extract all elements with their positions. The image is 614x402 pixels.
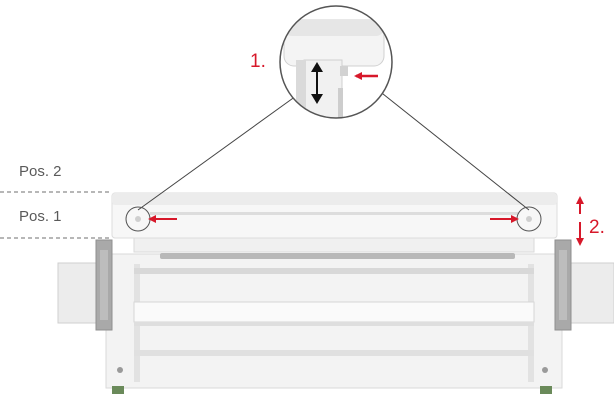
left-pin (135, 216, 141, 222)
handle-bar-groove (150, 212, 518, 215)
right-bolt (542, 367, 548, 373)
guide-rod (160, 253, 515, 259)
step1-label: 1. (250, 51, 266, 72)
leader-line-right (377, 89, 530, 211)
step2-label: 2. (589, 217, 605, 238)
crossbar-lower (134, 350, 534, 356)
right-clamp-face (559, 250, 567, 320)
crossbar-middle-shadow (134, 322, 534, 326)
right-foot (540, 386, 552, 394)
crossbar-upper (134, 268, 534, 274)
right-pin (526, 216, 532, 222)
pos2-label: Pos. 2 (19, 163, 62, 180)
left-clamp-face (100, 250, 108, 320)
magnifier-detail (279, 5, 393, 119)
double-headed-arrow-icon (311, 62, 323, 104)
left-bolt (117, 367, 123, 373)
leader-line-left (137, 95, 297, 211)
handle-bar-top (112, 193, 557, 205)
guide-rail (133, 237, 535, 253)
crossbar-middle (133, 301, 535, 323)
left-foot (112, 386, 124, 394)
pos1-label: Pos. 1 (19, 208, 62, 225)
